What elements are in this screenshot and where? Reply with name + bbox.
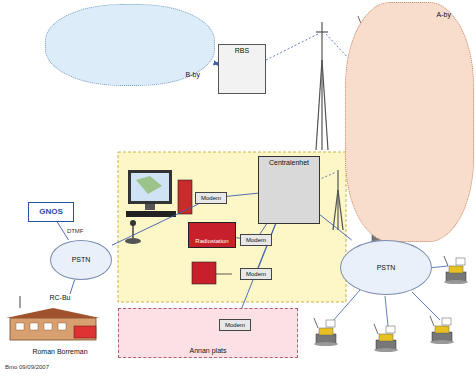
radio-mast [316, 22, 343, 230]
building [6, 296, 100, 340]
node-text: Roman Borreman [31, 348, 88, 356]
base-station: RBS [218, 44, 266, 94]
node-text: PSTN [72, 256, 91, 264]
node-text: Radiostation [195, 238, 228, 245]
siren-box [386, 326, 395, 333]
siren-horn [435, 326, 449, 333]
workstation [125, 170, 192, 244]
node-text: Modem [246, 237, 266, 244]
building-site: RC-BuRoman Borreman [4, 294, 116, 356]
siren-horn [319, 328, 333, 335]
node-text: Modem [201, 195, 221, 202]
siren-icon [444, 256, 468, 284]
node-text: Modem [246, 271, 266, 278]
siren-icon [430, 316, 454, 344]
siren-base [446, 272, 466, 281]
date-note: Bmo 09/09/2007 [5, 364, 49, 370]
siren-base [376, 340, 396, 349]
connector [112, 204, 198, 245]
node-text: Modem [225, 322, 245, 329]
modem-box: Modem [240, 234, 272, 246]
radio-unit [192, 262, 216, 284]
siren-antenna [374, 324, 378, 334]
siren-shadow [430, 340, 454, 344]
siren-shadow [444, 280, 468, 284]
connector [260, 224, 267, 234]
connector [320, 215, 352, 240]
node-text: PSTN [377, 264, 396, 272]
node-text: B-by [186, 71, 200, 79]
node-text: Annan plats [190, 347, 227, 355]
remote-site: Annan plats Modem [118, 308, 298, 358]
central-area [118, 152, 346, 302]
siren-icon [374, 324, 398, 352]
siren-box [326, 320, 335, 327]
cloud-region: A-by [345, 2, 474, 242]
wire [216, 274, 232, 275]
siren-shadow [374, 348, 398, 352]
siren-horn [449, 266, 463, 273]
modem-box: Modem [240, 268, 272, 280]
siren-box [442, 318, 451, 325]
node-text: A-by [437, 11, 451, 19]
siren-horn [379, 334, 393, 341]
connector [227, 193, 258, 196]
siren-antenna [314, 318, 318, 328]
siren-base [316, 334, 336, 343]
service-logo: GNOS [28, 202, 74, 222]
edge-label: DTMF [66, 228, 85, 234]
node-text: Centralenhet [269, 159, 309, 167]
siren-icon [314, 318, 338, 346]
node-text: RBS [235, 47, 249, 55]
network-cloud: PSTN [340, 240, 432, 295]
siren-shadow [314, 342, 338, 346]
connector [70, 280, 75, 294]
cloud-region: B-by [45, 4, 215, 86]
control-unit: Centralenhet [258, 156, 320, 224]
siren-base [432, 332, 452, 341]
node-text: RC-Bu [48, 294, 71, 302]
siren-antenna [444, 256, 448, 266]
modem-box: Modem [195, 192, 227, 204]
modem-box: Modem [219, 319, 251, 331]
siren-box [456, 258, 465, 265]
connector [237, 224, 275, 319]
network-cloud: PSTN [50, 240, 112, 280]
node-text: GNOS [39, 208, 63, 217]
siren-antenna [430, 316, 434, 326]
radio-station: Radiostation [188, 222, 236, 248]
